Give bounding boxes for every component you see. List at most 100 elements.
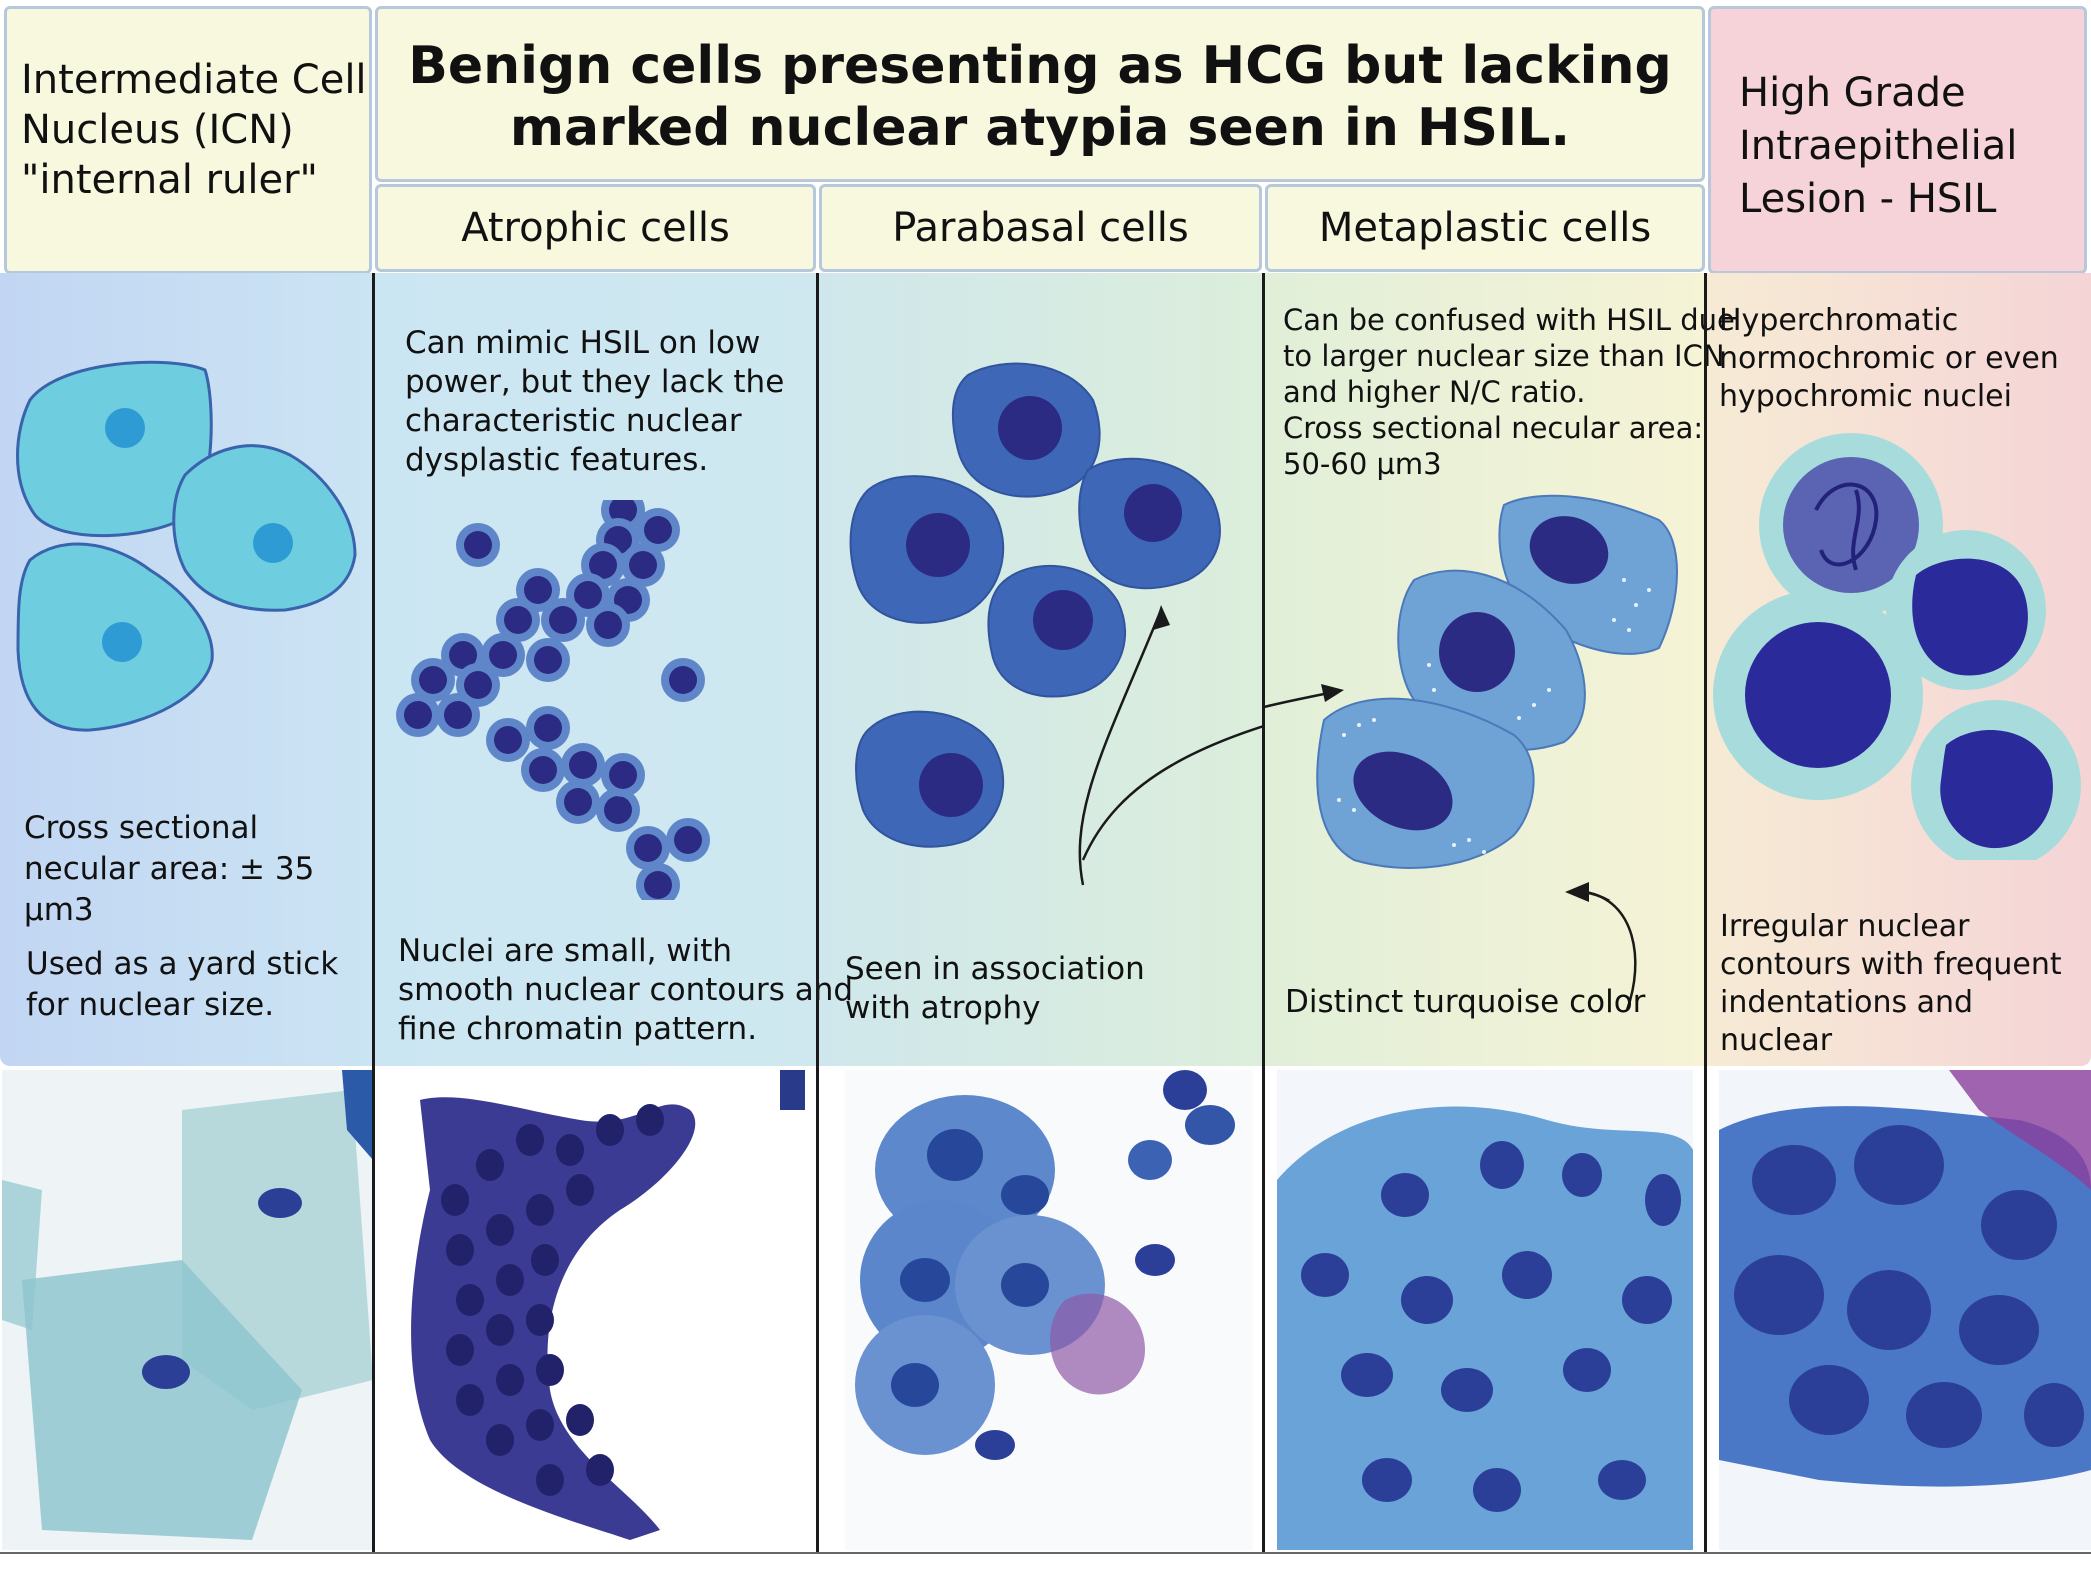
icn-cell-1 <box>16 360 213 538</box>
micrograph-nucleus <box>446 1334 474 1366</box>
arrow-to-parabasal <box>1078 605 1170 886</box>
hsil-cell-2 <box>1886 530 2046 690</box>
atrophic-nucleus <box>674 826 702 854</box>
atrophic-nucleus <box>564 788 592 816</box>
hsil-top-text: Hyperchromatic normochromic or even hypo… <box>1719 303 2059 414</box>
micrograph-nucleus <box>586 1454 614 1486</box>
atrophic-nucleus <box>464 531 492 559</box>
parabasal-cell-5 <box>855 710 1005 848</box>
atrophic-nucleus <box>609 761 637 789</box>
atrophic-cell-cluster <box>396 500 710 900</box>
atrophic-label-box: Atrophic cells <box>375 184 816 272</box>
atrophic-nucleus <box>534 646 562 674</box>
parabasal-label: Parabasal cells <box>892 205 1189 251</box>
atrophic-micrograph <box>400 1070 805 1550</box>
parabasal-cell-3 <box>1078 457 1221 590</box>
atrophic-nucleus <box>504 606 532 634</box>
micrograph-nucleus <box>441 1184 469 1216</box>
atrophic-nucleus <box>594 611 622 639</box>
atrophic-top-text: Can mimic HSIL on low power, but they la… <box>405 325 785 478</box>
hsil-header: High Grade Intraepithelial Lesion - HSIL <box>1708 6 2087 274</box>
turquoise-arrow-tail <box>1565 882 1637 1011</box>
parabasal-bottom-text: Seen in association with atrophy <box>845 951 1145 1026</box>
micrograph-nucleus <box>596 1114 624 1146</box>
parabasal-cell-2 <box>849 475 1005 624</box>
micrograph-nucleus <box>636 1104 664 1136</box>
micrograph-nucleus <box>486 1314 514 1346</box>
hsil-title: High Grade Intraepithelial Lesion - HSIL <box>1739 70 2018 222</box>
micrograph-nucleus <box>526 1409 554 1441</box>
atrophic-nucleus <box>549 606 577 634</box>
micrograph-nucleus <box>526 1194 554 1226</box>
hsil-micrograph <box>1719 1070 2091 1550</box>
parabasal-to-metaplastic-arrowhead <box>1264 684 1344 709</box>
atrophic-nucleus <box>574 581 602 609</box>
micrograph-nucleus <box>536 1354 564 1386</box>
hsil-bottom-text: Irregular nuclear contours with frequent… <box>1720 909 2062 1096</box>
icn-cell-3 <box>16 542 214 732</box>
icn-header: Intermediate Cell Nucleus (ICN) "interna… <box>4 6 372 274</box>
micrograph-nucleus <box>566 1174 594 1206</box>
metaplastic-top-text: Can be confused with HSIL due to larger … <box>1283 303 1735 481</box>
metaplastic-cell-illustration <box>1316 494 1678 900</box>
atrophic-nucleus <box>589 551 617 579</box>
atrophic-nucleus <box>449 641 477 669</box>
parabasal-micrograph <box>845 1070 1253 1550</box>
icn-cell-2 <box>172 444 357 612</box>
micrograph-nucleus <box>531 1244 559 1276</box>
parabasal-cell-illustration <box>849 362 1264 886</box>
micrograph-nucleus <box>486 1214 514 1246</box>
atrophic-nucleus <box>464 671 492 699</box>
micrograph-nucleus <box>536 1464 564 1496</box>
parabasal-label-box: Parabasal cells <box>819 184 1262 272</box>
micrograph-nucleus <box>496 1264 524 1296</box>
atrophic-nucleus <box>444 701 472 729</box>
micrograph-nucleus <box>566 1404 594 1436</box>
arrow-to-metaplastic <box>1081 724 1264 861</box>
divider-2 <box>816 273 819 1553</box>
atrophic-nucleus <box>644 871 672 899</box>
micrograph-nucleus <box>476 1149 504 1181</box>
icn-area-text: Cross sectional necular area: ± 35 µm3 <box>24 810 315 928</box>
hsil-cell-3 <box>1713 590 1923 800</box>
atrophic-nucleus <box>644 516 672 544</box>
atrophic-nucleus <box>604 796 632 824</box>
hsil-cell-4 <box>1911 700 2081 860</box>
metaplastic-label: Metaplastic cells <box>1318 205 1652 251</box>
atrophic-nucleus <box>404 701 432 729</box>
parabasal-cell-4 <box>987 565 1127 698</box>
atrophic-nucleus <box>489 641 517 669</box>
atrophic-cell-illustration <box>396 500 710 900</box>
atrophic-bottom-text: Nuclei are small, with smooth nuclear co… <box>398 933 854 1047</box>
icn-yardstick-text: Used as a yard stick for nuclear size. <box>26 946 339 1023</box>
parabasal-cell-1 <box>951 362 1101 498</box>
atrophic-nucleus <box>529 756 557 784</box>
micrograph-nucleus <box>446 1234 474 1266</box>
micrograph-nucleus <box>456 1384 484 1416</box>
icn-title: Intermediate Cell Nucleus (ICN) "interna… <box>21 57 367 203</box>
divider-3 <box>1262 273 1265 1553</box>
icn-micrograph <box>2 1070 373 1550</box>
atrophic-nucleus <box>494 726 522 754</box>
micrograph-nucleus <box>486 1424 514 1456</box>
metaplastic-speckles <box>1337 578 1651 854</box>
micrograph-nucleus <box>556 1134 584 1166</box>
atrophic-nucleus <box>534 714 562 742</box>
divider-1 <box>372 273 375 1553</box>
micrograph-nucleus <box>456 1284 484 1316</box>
atrophic-nucleus <box>419 666 447 694</box>
atrophic-nucleus <box>524 576 552 604</box>
atrophic-label: Atrophic cells <box>461 205 730 251</box>
micrograph-nucleus <box>496 1364 524 1396</box>
atrophic-nucleus <box>569 751 597 779</box>
atrophic-nucleus <box>634 834 662 862</box>
metaplastic-cell-3 <box>1316 697 1535 869</box>
hsil-cell-illustration <box>1713 433 2081 860</box>
atrophic-nucleus <box>629 551 657 579</box>
atrophic-nucleus <box>609 500 637 524</box>
micrograph-nucleus <box>516 1124 544 1156</box>
benign-header: Benign cells presenting as HCG but lacki… <box>375 6 1705 182</box>
figure-frame-bottom <box>0 1552 2091 1554</box>
micrograph-nucleus <box>526 1304 554 1336</box>
metaplastic-micrograph <box>1277 1070 1693 1550</box>
